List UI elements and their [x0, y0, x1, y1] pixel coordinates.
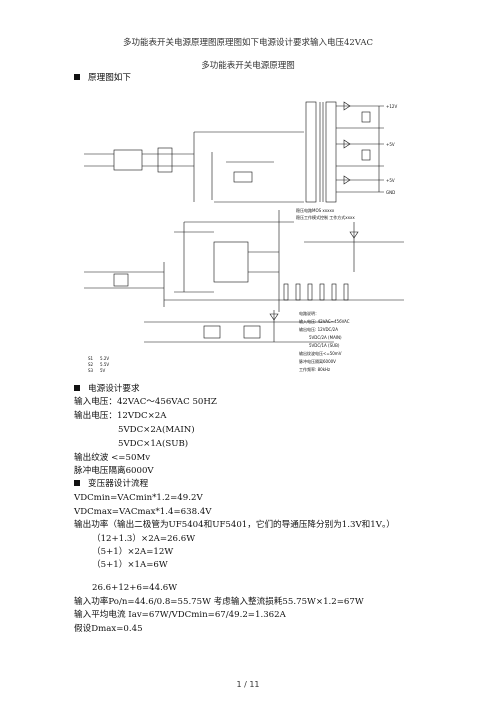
schematic-note-8: 工作频率: 80kHz: [299, 366, 330, 372]
bullet-icon: [74, 480, 80, 486]
requirement-line-2: 输出电压：12VDC×2A: [74, 411, 167, 421]
requirement-line-3: 5VDC×2A(MAIN): [118, 425, 195, 435]
circuit-schematic-image: 电路说明： 输入电压: 42VAC~456VAC 输出电压: 12VDC/2A …: [84, 101, 404, 373]
requirements-heading: 电源设计要求: [74, 383, 140, 395]
schematic-mid-label-1: 稳压电路MOS xxxxx: [296, 207, 335, 213]
bullet-icon: [74, 385, 80, 391]
schematic-out-label-1: +12V: [386, 104, 397, 109]
schematic-left-label-1: S1: [88, 356, 94, 361]
page-title: 多功能表开关电源原理图: [201, 61, 295, 71]
transformer-line-6: （5+1）×1A=6W: [92, 560, 168, 570]
transformer-line-2: VDCmax=VACmax*1.4=638.4V: [74, 507, 212, 517]
schematic-out-label-4: GND: [386, 190, 395, 195]
schematic-note-4: 5VDC/2A (MAIN): [309, 335, 342, 340]
schematic-left-label-5: S3: [88, 368, 94, 373]
requirement-line-1: 输入电压：42VAC～456VAC 50HZ: [74, 397, 217, 407]
requirement-line-5: 输出纹波 <=50Mv: [74, 453, 151, 463]
transformer-line-1: VDCmin=VACmin*1.2=49.2V: [74, 493, 203, 503]
transformer-heading: 变压器设计流程: [74, 478, 148, 490]
schematic-note-5: 5VDC/1A (SUB): [309, 343, 340, 348]
schematic-note-7: 脉冲电压隔离6000V: [299, 358, 336, 364]
schematic-note-2: 输入电压: 42VAC~456VAC: [299, 318, 350, 324]
schematic-left-label-2: 5.2V: [100, 356, 109, 361]
transformer-line-3: 输出功率（输出二极管为UF5404和UF5401，它们的导通压降分别为1.3V和…: [74, 520, 395, 530]
requirement-line-4: 5VDC×1A(SUB): [118, 439, 189, 449]
transformer-line-8: 输入功率Po/n=44.6/0.8=55.75W 考虑输入整流损耗55.75W×…: [74, 597, 364, 607]
schematic-note-1: 电路说明：: [299, 310, 319, 316]
schematic-note-6: 输出纹波电压<=50mV: [299, 350, 342, 356]
schematic-left-label-3: S2: [88, 362, 94, 367]
schematic-left-label-4: 5.5V: [100, 362, 109, 367]
transformer-line-4: （12+1.3）×2A=26.6W: [92, 534, 196, 544]
bullet-icon: [74, 74, 80, 80]
transformer-line-10: 假设Dmax=0.45: [74, 624, 143, 634]
schematic-left-label-6: 5V: [100, 368, 106, 373]
schematic-note-3: 输出电压: 12VDC/2A: [299, 326, 338, 332]
page-number: 1 / 11: [236, 680, 260, 689]
schematic-mid-label-2: 稳压工作模式控制 工作方式xxxx: [296, 214, 355, 220]
schematic-heading: 原理图如下: [74, 72, 131, 84]
requirement-line-6: 脉冲电压隔离6000V: [74, 466, 154, 476]
schematic-out-label-2: +5V: [386, 142, 395, 147]
transformer-line-5: （5+1）×2A=12W: [92, 547, 174, 557]
transformer-line-9: 输入平均电流 Iav=67W/VDCmin=67/49.2=1.362A: [74, 610, 286, 620]
transformer-line-7: 26.6+12+6=44.6W: [92, 583, 178, 593]
document-title: 多功能表开关电源原理图原理图如下电源设计要求输入电压42VAC: [122, 38, 374, 48]
schematic-out-label-3: +5V: [386, 178, 395, 183]
